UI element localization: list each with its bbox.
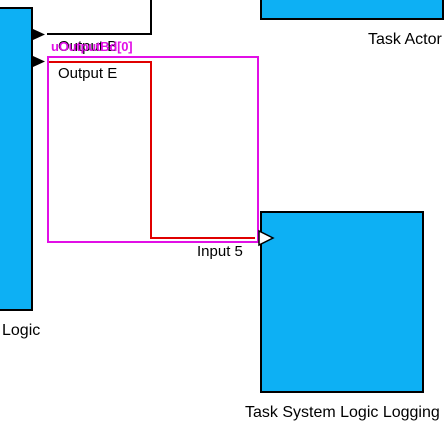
- upper-block-outline[interactable]: [47, 0, 152, 35]
- task-actor-block[interactable]: [260, 0, 444, 20]
- input-port-arrow[interactable]: [258, 229, 275, 247]
- signal-label[interactable]: uOutputBd[0]: [51, 39, 133, 54]
- output-port-arrow-1[interactable]: [33, 29, 45, 40]
- logic-block[interactable]: [0, 7, 33, 311]
- signal-line[interactable]: [48, 61, 255, 239]
- logic-label: Logic: [2, 322, 41, 339]
- task-system-logic-logging-block[interactable]: [260, 211, 424, 393]
- output-port-1-label: Output B: [58, 38, 118, 55]
- task-actor-label: Task Actor: [368, 31, 442, 48]
- selection-box[interactable]: [47, 56, 259, 243]
- output-port-arrow-2[interactable]: [33, 56, 45, 67]
- input-port-label: Input 5: [197, 243, 243, 260]
- task-system-logic-logging-label: Task System Logic Logging: [245, 404, 440, 421]
- output-port-2-label: Output E: [58, 65, 118, 82]
